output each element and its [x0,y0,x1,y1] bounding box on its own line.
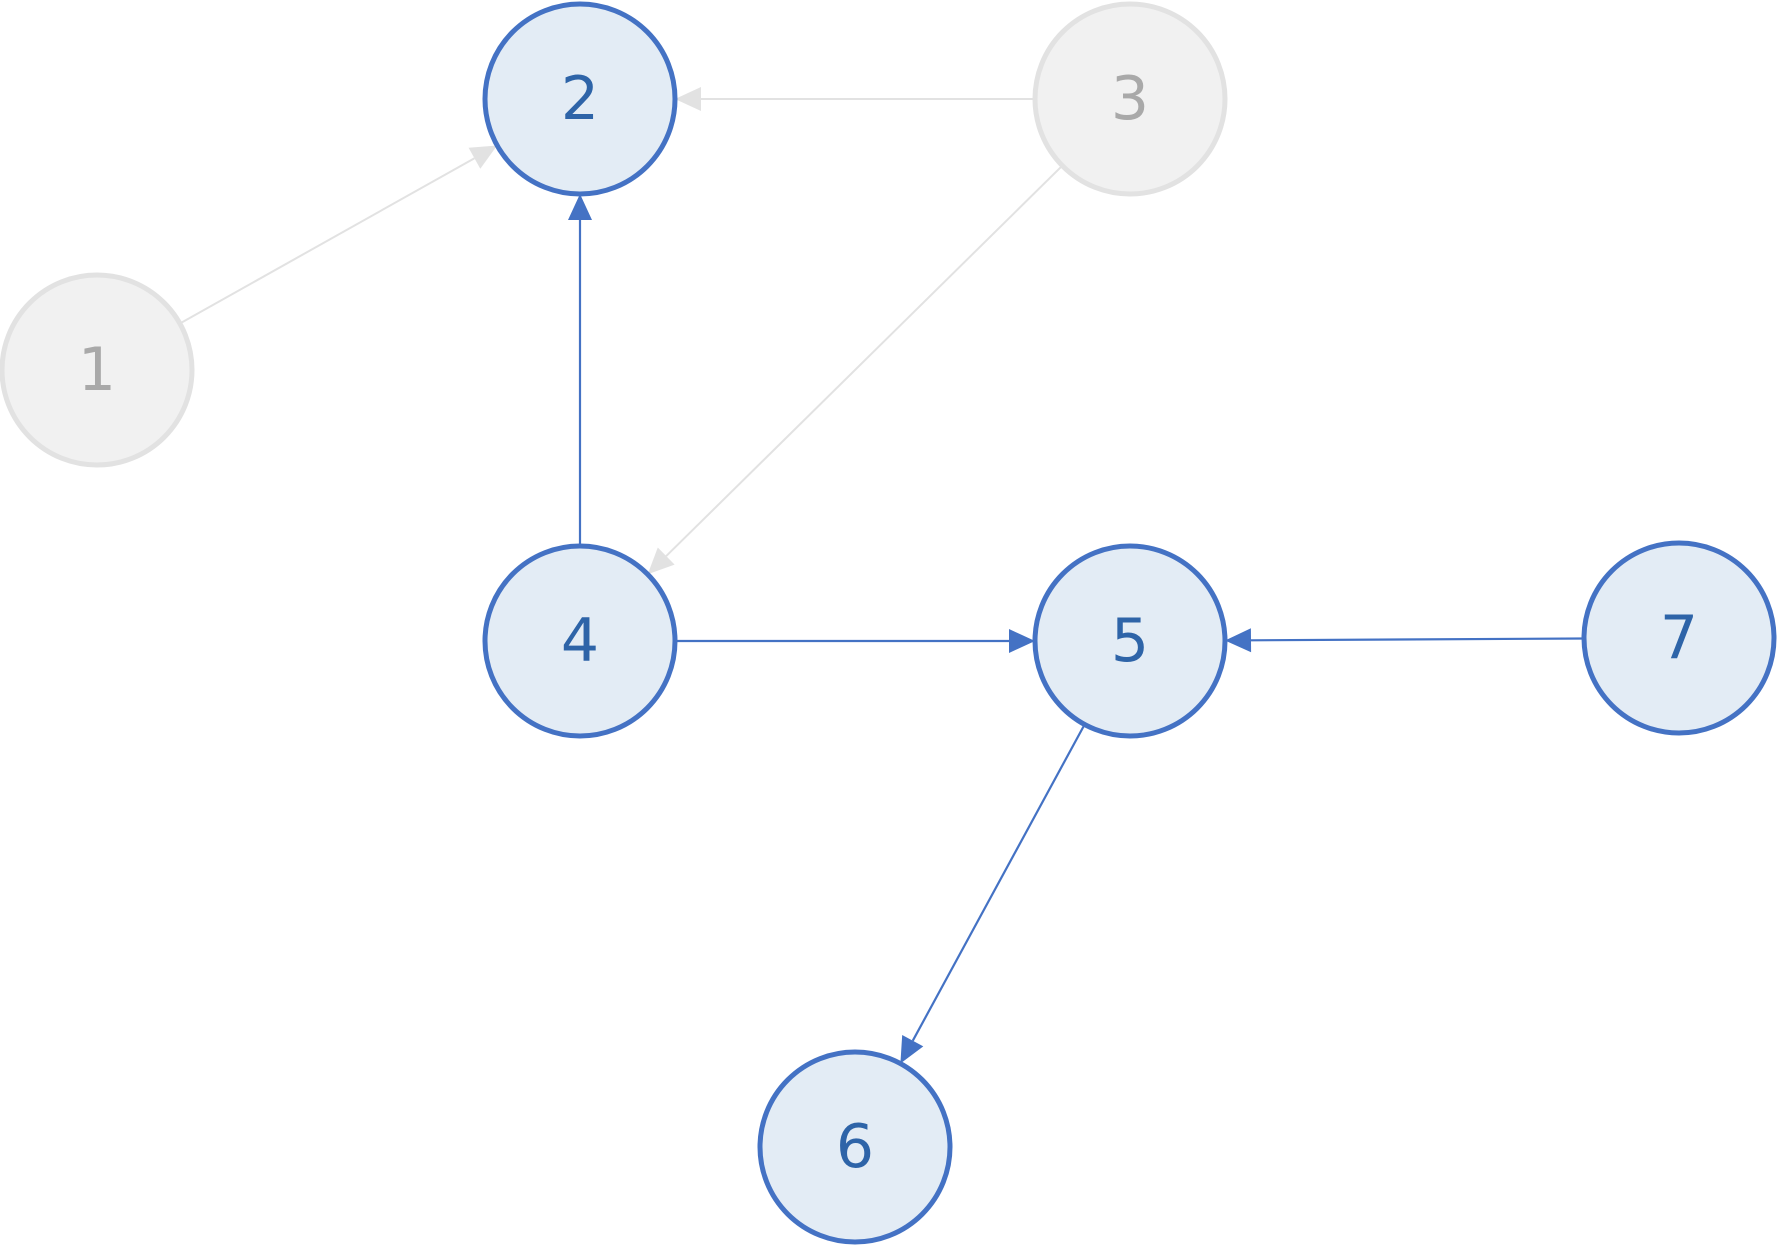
edge-4-to-2 [568,194,592,546]
node-6[interactable]: 6 [757,1049,953,1245]
arrowhead-icon [900,1035,924,1064]
node-circle [757,1049,953,1245]
node-label: 6 [836,1112,874,1182]
node-circle [1032,543,1228,739]
node-3[interactable]: 3 [1032,1,1228,197]
node-1[interactable]: 1 [0,272,195,468]
node-circle [482,1,678,197]
edge-4-to-5 [675,629,1035,653]
node-label: 3 [1111,64,1149,134]
node-label: 7 [1660,603,1698,673]
node-7[interactable]: 7 [1581,540,1777,736]
arrowhead-icon [1225,628,1252,653]
arrowhead-icon [675,87,701,111]
edge-3-to-2 [675,87,1035,111]
node-circle [1032,1,1228,197]
arrowhead-icon [1009,629,1035,653]
edges-layer [179,87,1585,1064]
node-label: 4 [561,606,599,676]
node-circle [482,543,678,739]
node-2[interactable]: 2 [482,1,678,197]
node-4[interactable]: 4 [482,543,678,739]
node-circle [1581,540,1777,736]
edge-line [911,723,1086,1042]
node-circle [0,272,195,468]
arrowhead-icon [468,145,498,169]
edge-5-to-6 [900,723,1086,1064]
node-label: 1 [78,335,116,405]
edge-3-to-4 [647,164,1064,575]
edge-line [665,164,1064,557]
arrowhead-icon [647,547,675,575]
node-label: 2 [561,64,599,134]
edge-line [1250,637,1585,642]
edge-7-to-5 [1225,628,1585,653]
edge-line [179,157,475,325]
edge-1-to-2 [179,145,498,325]
node-label: 5 [1111,606,1149,676]
arrowhead-icon [568,194,592,220]
node-5[interactable]: 5 [1032,543,1228,739]
